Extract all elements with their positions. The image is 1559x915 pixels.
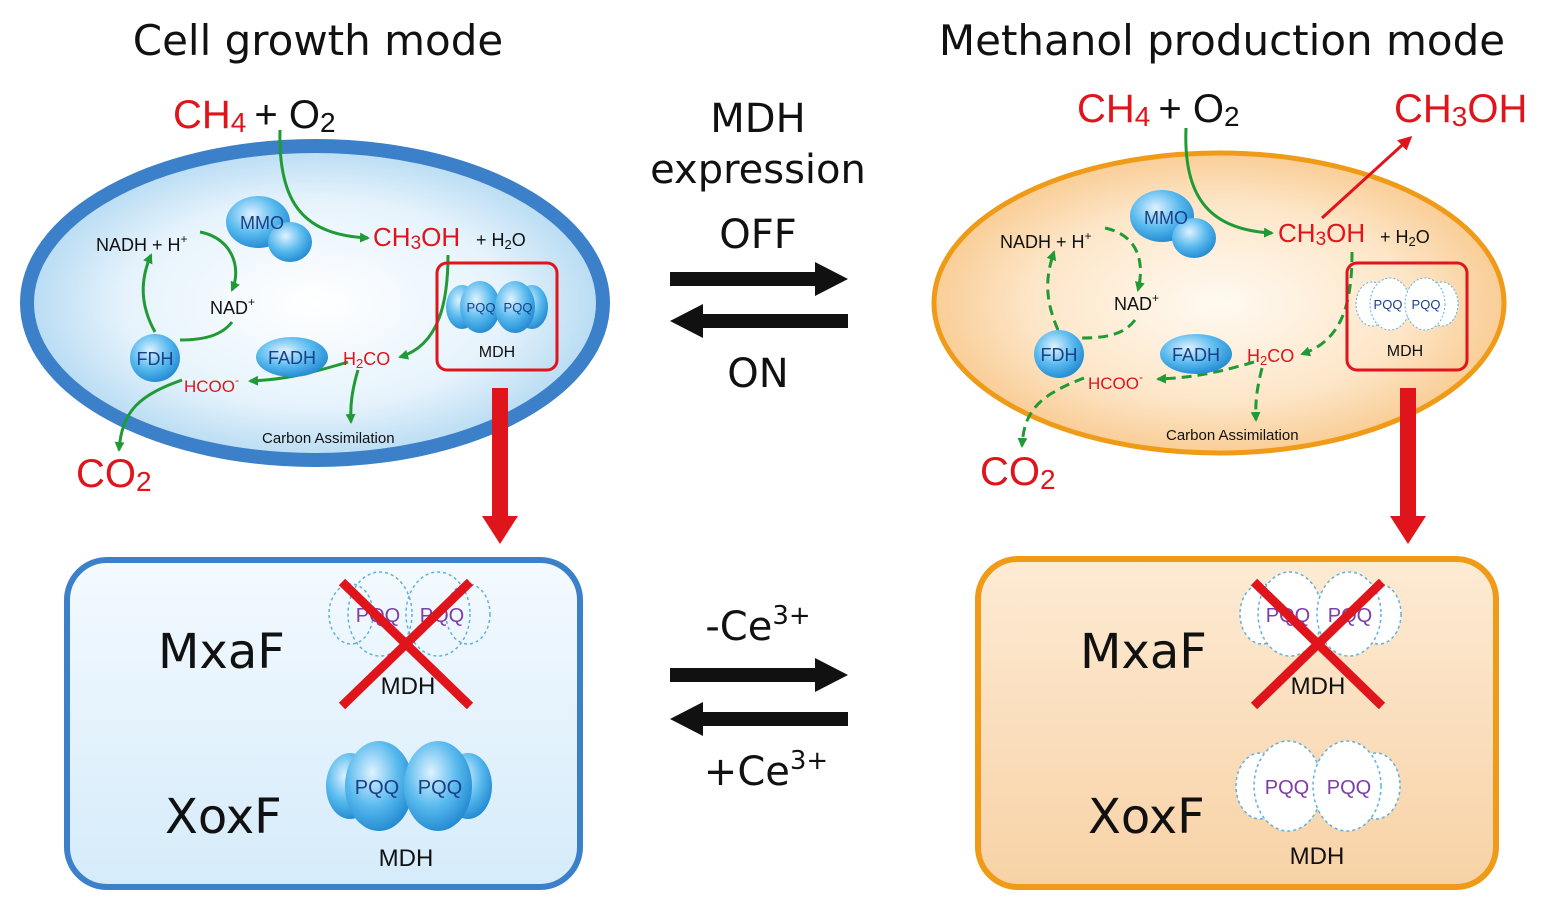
production-mxaf-mdh-label: MDH xyxy=(1291,673,1346,700)
forward-arrow-top xyxy=(670,262,848,296)
growth-mdh-pqq-a: PQQ xyxy=(467,300,496,315)
production-xoxf-pqq-b: PQQ xyxy=(1327,777,1371,799)
production-fadh-enzyme: FADH xyxy=(1160,334,1232,374)
production-arrow-nad-loop xyxy=(1081,319,1137,340)
production-methanol-export-arrow xyxy=(1320,135,1413,220)
production-arrow-h2co-to-hcoo xyxy=(1156,360,1255,384)
production-methanol-product: CH3OH xyxy=(1394,87,1527,132)
growth-h2co-label: H2CO xyxy=(343,349,390,371)
production-arrow-methanol-to-h2co xyxy=(1300,251,1354,357)
production-mdh-enzyme-box: PQQ PQQ MDH xyxy=(1345,261,1469,372)
growth-mode-title: Cell growth mode xyxy=(133,16,503,65)
growth-mxaf-mdh-inactive: PQQ PQQ MDH xyxy=(328,571,491,710)
growth-cell-membrane xyxy=(20,139,610,467)
growth-xoxf-label: XoxF xyxy=(165,789,282,845)
growth-mxaf-cross-icon xyxy=(338,578,474,710)
forward-arrow-bottom xyxy=(670,658,848,692)
growth-ch4-label: CH4+ O2 xyxy=(173,93,336,138)
production-arrow-h2co-to-assimilation xyxy=(1250,367,1264,422)
growth-mxaf-label: MxaF xyxy=(158,624,285,680)
plus-ce-label: +Ce3+ xyxy=(704,746,828,795)
growth-nadh-label: NADH + H+ xyxy=(96,232,188,255)
growth-mmo-label: MMO xyxy=(240,213,284,233)
production-red-down-arrow xyxy=(1390,388,1426,544)
growth-cell: CH4+ O2 MMO CH3OH + H2O NADH + H+ NAD+ F… xyxy=(20,93,610,497)
mdh-expression-line1: MDH xyxy=(710,96,805,142)
growth-mmo-enzyme: MMO xyxy=(226,196,312,262)
production-enzyme-box: MxaF XoxF PQQ PQQ MDH PQQ PQQ MDH xyxy=(975,556,1499,890)
growth-co2-label: CO2 xyxy=(76,452,152,497)
growth-red-down-arrow xyxy=(482,388,518,544)
off-label: OFF xyxy=(719,212,797,258)
growth-methanol-label: CH3OH xyxy=(373,222,460,254)
production-arrow-ch4-to-methanol xyxy=(1184,127,1274,238)
production-fadh-label: FADH xyxy=(1172,345,1220,365)
production-arrow-hcoo-to-co2 xyxy=(1017,376,1085,448)
production-cell: CH4+ O2 CH3OH MMO CH3OH + H2O NADH + H+ … xyxy=(931,87,1527,495)
growth-enzyme-box: MxaF XoxF PQQ PQQ MDH PQQ PQQ MDH xyxy=(64,557,583,890)
production-xoxf-pqq-a: PQQ xyxy=(1265,777,1309,799)
mdh-expression-line2: expression xyxy=(650,147,866,193)
production-methanol-label: CH3OH xyxy=(1278,218,1365,250)
growth-arrow-to-nadh xyxy=(141,253,157,333)
production-arrow-nadh-to-nad xyxy=(1104,226,1145,292)
minus-ce-label: -Ce3+ xyxy=(705,601,810,650)
production-mxaf-cross-icon xyxy=(1250,578,1386,710)
growth-arrow-nad-loop xyxy=(179,321,234,342)
production-mdh-pqq-b: PQQ xyxy=(1412,297,1441,312)
growth-mxaf-mdh-label: MDH xyxy=(381,673,436,700)
production-nadh-label: NADH + H+ xyxy=(1000,229,1092,252)
growth-xoxf-pqq-b: PQQ xyxy=(418,777,462,799)
growth-arrow-hcoo-to-co2 xyxy=(114,378,183,452)
growth-nad-label: NAD+ xyxy=(210,295,255,318)
production-carbon-assimilation: Carbon Assimilation xyxy=(1166,427,1299,444)
production-mmo-label: MMO xyxy=(1144,208,1188,228)
growth-fadh-label: FADH xyxy=(268,348,316,368)
production-mode-title: Methanol production mode xyxy=(939,16,1505,65)
production-cell-membrane xyxy=(931,150,1507,456)
production-xoxf-label: XoxF xyxy=(1088,789,1205,845)
growth-hcoo-label: HCOO- xyxy=(184,373,239,396)
production-mmo-enzyme: MMO xyxy=(1130,190,1216,258)
growth-fdh-enzyme: FDH xyxy=(130,334,180,382)
production-mxaf-label: MxaF xyxy=(1080,624,1207,680)
production-h2co-label: H2CO xyxy=(1247,346,1294,368)
growth-xoxf-mdh-label: MDH xyxy=(379,845,434,872)
growth-mdh-label: MDH xyxy=(479,344,515,361)
production-mdh-label: MDH xyxy=(1387,343,1423,360)
production-fdh-enzyme: FDH xyxy=(1034,330,1084,378)
growth-xoxf-mdh-active: PQQ PQQ MDH xyxy=(326,741,492,872)
center-switch-bottom: -Ce3+ +Ce3+ xyxy=(670,601,848,795)
growth-xoxf-pqq-a: PQQ xyxy=(355,777,399,799)
reverse-arrow-top xyxy=(670,304,848,338)
growth-carbon-assimilation: Carbon Assimilation xyxy=(262,430,395,447)
growth-arrow-ch4-to-methanol xyxy=(278,129,370,243)
growth-fadh-enzyme: FADH xyxy=(256,337,328,377)
production-h2o-label: + H2O xyxy=(1380,227,1430,249)
production-hcoo-label: HCOO- xyxy=(1088,370,1143,393)
production-nad-label: NAD+ xyxy=(1114,291,1159,314)
growth-arrow-h2co-to-assimilation xyxy=(345,369,360,424)
production-mxaf-mdh-inactive: PQQ PQQ MDH xyxy=(1239,571,1402,710)
production-xoxf-mdh-label: MDH xyxy=(1290,843,1345,870)
production-fdh-label: FDH xyxy=(1041,345,1078,365)
growth-fdh-label: FDH xyxy=(137,349,174,369)
production-mdh-pqq-a: PQQ xyxy=(1374,297,1403,312)
center-switch-top: MDH expression OFF ON xyxy=(650,96,866,397)
growth-arrow-nadh-to-nad xyxy=(199,230,240,292)
growth-h2o-label: + H2O xyxy=(476,230,526,252)
production-arrow-to-nadh xyxy=(1046,250,1060,331)
production-ch4-label: CH4+ O2 xyxy=(1077,87,1240,132)
production-xoxf-mdh-active: PQQ PQQ MDH xyxy=(1235,740,1401,870)
growth-mdh-enzyme-box: PQQ PQQ MDH xyxy=(435,261,559,372)
reverse-arrow-bottom xyxy=(670,702,848,736)
on-label: ON xyxy=(727,351,788,397)
production-co2-label: CO2 xyxy=(980,450,1056,495)
growth-mdh-pqq-b: PQQ xyxy=(504,300,533,315)
growth-arrow-methanol-to-h2co xyxy=(398,254,450,360)
